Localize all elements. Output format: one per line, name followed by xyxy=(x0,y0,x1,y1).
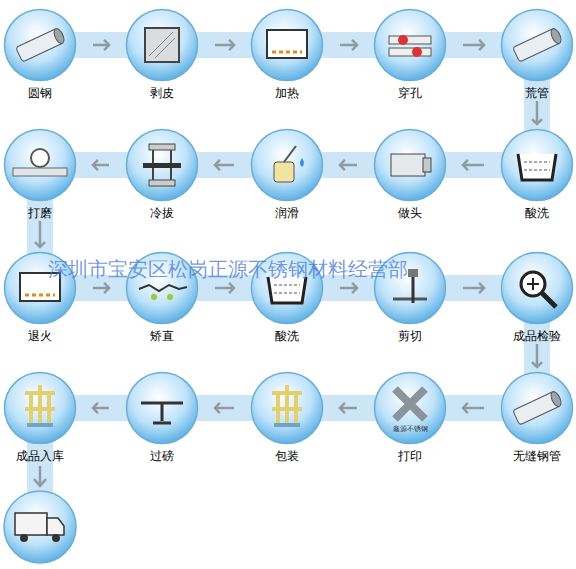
process-step: 包装 xyxy=(245,371,329,463)
step-label: 圆钢 xyxy=(0,86,92,100)
step-circle xyxy=(373,371,447,445)
flow-arrow xyxy=(215,403,234,413)
step-label: 酸洗 xyxy=(235,329,339,343)
step-label: 荒管 xyxy=(485,86,576,100)
flow-arrow xyxy=(463,283,484,293)
process-step: 穿孔 xyxy=(368,8,452,100)
step-label: 无缝钢管 xyxy=(485,449,576,463)
flow-arrow xyxy=(340,403,357,413)
flow-arrow xyxy=(93,403,109,413)
step-label: 成品入库 xyxy=(0,449,92,463)
step-circle xyxy=(250,128,324,202)
process-step: 过磅 xyxy=(120,371,204,463)
step-label: 润滑 xyxy=(235,206,339,220)
step-circle xyxy=(500,371,574,445)
flow-arrow xyxy=(532,101,542,124)
step-label: 包装 xyxy=(235,449,339,463)
flow-arrow xyxy=(463,40,484,50)
step-circle xyxy=(3,8,77,82)
step-label: 穿孔 xyxy=(358,86,462,100)
step-circle xyxy=(250,371,324,445)
flow-arrow xyxy=(340,40,357,50)
step-label: 剪切 xyxy=(358,329,462,343)
process-step: 圆钢 xyxy=(0,8,82,100)
process-step: 成品检验 xyxy=(495,251,576,343)
step-label: 退火 xyxy=(0,329,92,343)
step-label: 加热 xyxy=(235,86,339,100)
process-step: 剥皮 xyxy=(120,8,204,100)
flow-arrow xyxy=(215,160,234,170)
step-label: 冷拔 xyxy=(110,206,214,220)
step-circle xyxy=(373,8,447,82)
step-label: 剥皮 xyxy=(110,86,214,100)
step-circle xyxy=(125,128,199,202)
step-label: 成品检验 xyxy=(485,329,576,343)
flow-arrow xyxy=(463,160,484,170)
process-step: 冷拔 xyxy=(120,128,204,220)
step-circle xyxy=(3,371,77,445)
flow-arrow xyxy=(215,40,234,50)
watermark: 深圳市宝安区松岗正源不锈钢材料经营部 xyxy=(48,256,408,283)
process-step: 酸洗 xyxy=(495,128,576,220)
step-circle xyxy=(125,371,199,445)
process-step: 润滑 xyxy=(245,128,329,220)
step-label: 做头 xyxy=(358,206,462,220)
process-step: 打磨 xyxy=(0,128,82,220)
step-label: 矫直 xyxy=(110,329,214,343)
step-circle xyxy=(3,128,77,202)
process-step: 打印 xyxy=(368,371,452,463)
step-label: 打印 xyxy=(358,449,462,463)
flow-arrow xyxy=(463,403,484,413)
step-circle xyxy=(373,128,447,202)
step-circle xyxy=(500,128,574,202)
process-step: 无缝钢管 xyxy=(495,371,576,463)
flow-arrow xyxy=(35,221,45,247)
flow-arrow xyxy=(93,40,109,50)
process-step: 做头 xyxy=(368,128,452,220)
step-label: 打磨 xyxy=(0,206,92,220)
flow-arrow xyxy=(340,283,357,293)
step-label: 酸洗 xyxy=(485,206,576,220)
step-label: 过磅 xyxy=(110,449,214,463)
stamp-text: 鑫源不锈钢 xyxy=(386,425,434,433)
step-circle xyxy=(250,8,324,82)
step-circle xyxy=(125,8,199,82)
flow-arrow xyxy=(93,283,109,293)
arrow xyxy=(34,466,46,486)
step-circle xyxy=(500,251,574,325)
process-step: 加热 xyxy=(245,8,329,100)
step-circle xyxy=(500,8,574,82)
process-step: 成品入库 xyxy=(0,371,82,463)
flow-arrow xyxy=(340,160,357,170)
flow-arrow xyxy=(93,160,109,170)
flow-arrow xyxy=(532,344,542,367)
flow-arrow xyxy=(215,283,234,293)
process-step: 荒管 xyxy=(495,8,576,100)
